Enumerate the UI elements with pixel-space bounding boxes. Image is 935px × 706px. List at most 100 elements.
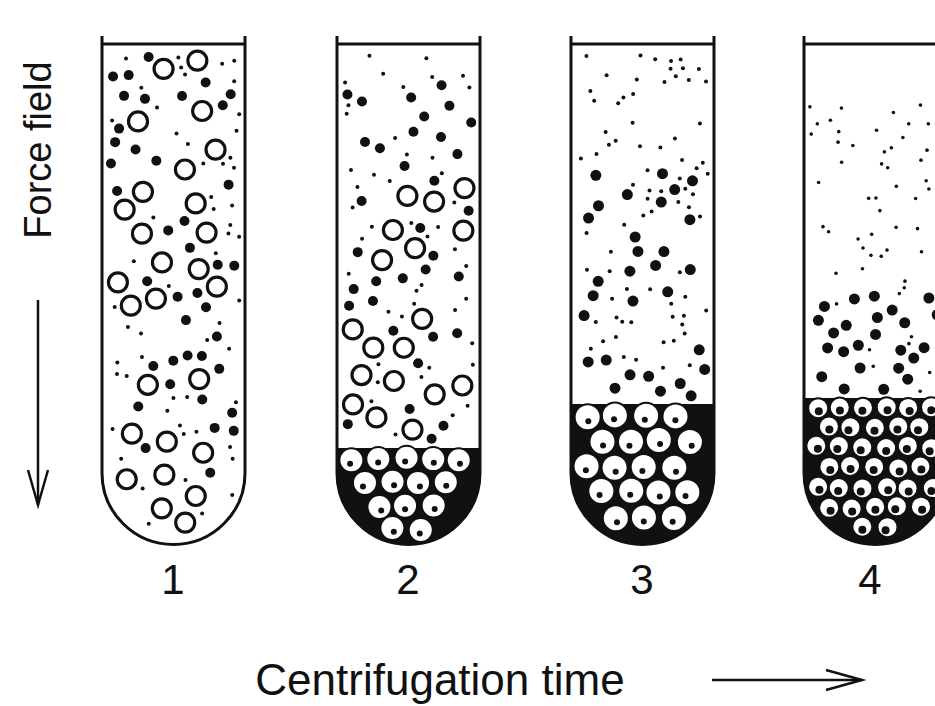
medium-particle — [398, 273, 408, 283]
medium-particle — [657, 168, 668, 179]
large-particle — [133, 182, 152, 201]
small-particle — [405, 152, 409, 156]
small-particle — [400, 315, 404, 319]
large-particle — [454, 221, 473, 240]
large-particle — [343, 320, 362, 339]
small-particle — [228, 156, 232, 160]
medium-particle — [388, 326, 398, 336]
large-particle — [117, 470, 136, 489]
large-particle — [176, 513, 195, 532]
small-particle — [614, 139, 618, 143]
medium-particle — [893, 363, 904, 374]
small-particle — [659, 189, 663, 193]
medium-particle — [218, 100, 228, 110]
pelleted-particle — [434, 470, 458, 494]
small-particle — [237, 299, 241, 303]
medium-particle — [625, 369, 636, 380]
small-particle — [228, 223, 232, 227]
small-particle — [409, 221, 413, 225]
small-particle — [861, 246, 865, 250]
particle-core — [857, 487, 865, 495]
small-particle — [695, 166, 699, 170]
medium-particle — [428, 332, 438, 342]
pelleted-particle — [380, 516, 404, 540]
small-particle — [200, 511, 204, 515]
test-tube — [571, 36, 714, 544]
medium-particle — [452, 328, 462, 338]
small-particle — [679, 57, 683, 61]
small-particle — [808, 105, 812, 109]
particle-core — [926, 447, 934, 455]
small-particle — [592, 99, 596, 103]
medium-particle — [119, 91, 129, 101]
small-particle — [427, 366, 431, 370]
medium-particle — [226, 89, 236, 99]
medium-particle — [593, 200, 604, 211]
medium-particle — [622, 189, 633, 200]
pelleted-particle — [618, 429, 644, 455]
small-particle — [471, 363, 475, 367]
pellet — [337, 448, 480, 648]
large-particle — [129, 112, 148, 131]
small-particle — [638, 144, 642, 148]
medium-particle — [224, 180, 234, 190]
small-particle — [119, 457, 123, 461]
medium-particle — [699, 364, 710, 375]
medium-particle — [878, 384, 889, 395]
small-particle — [874, 196, 878, 200]
small-particle — [125, 374, 129, 378]
small-particle — [676, 200, 680, 204]
large-particle — [108, 273, 127, 292]
medium-particle — [919, 342, 930, 353]
particle-core — [417, 531, 423, 537]
tube-number: 2 — [396, 559, 419, 601]
liquid-surface — [571, 43, 714, 46]
particle-core — [884, 406, 892, 414]
small-particle — [631, 183, 635, 187]
particle-core — [847, 465, 855, 473]
large-particle — [152, 499, 171, 518]
small-particle — [631, 121, 635, 125]
medium-particle — [142, 276, 152, 286]
medium-particle — [108, 72, 118, 82]
pelleted-particle — [406, 471, 430, 495]
small-particle — [209, 195, 213, 199]
small-particle — [691, 192, 695, 196]
particle-core — [670, 519, 676, 525]
medium-particle — [173, 292, 183, 302]
medium-particle — [183, 350, 193, 360]
large-particle — [132, 224, 151, 243]
pelleted-particle — [421, 447, 445, 471]
particle-core — [815, 486, 823, 494]
small-particle — [829, 118, 833, 122]
medium-particle — [675, 378, 686, 389]
small-particle — [706, 172, 710, 176]
pelleted-particle — [674, 479, 700, 505]
time-arrow — [712, 670, 862, 690]
liquid-surface — [337, 43, 480, 46]
small-particle — [851, 144, 855, 148]
small-particle — [381, 72, 385, 76]
large-particle — [206, 140, 225, 159]
small-particle — [648, 287, 652, 291]
medium-particle — [656, 197, 667, 208]
small-particle — [419, 375, 423, 379]
small-particle — [616, 101, 620, 105]
particle-core — [844, 426, 852, 434]
large-particle — [373, 251, 392, 270]
particle-core — [689, 443, 695, 449]
small-particle — [347, 272, 351, 276]
small-particle — [683, 187, 687, 191]
small-particle — [669, 67, 673, 71]
small-particle — [678, 176, 682, 180]
medium-particle — [197, 351, 207, 361]
pelleted-particle — [898, 436, 918, 456]
small-particle — [214, 251, 218, 255]
particle-core — [827, 507, 835, 515]
small-particle — [681, 66, 685, 70]
small-particle — [621, 96, 625, 100]
medium-particle — [429, 176, 439, 186]
small-particle — [698, 215, 702, 219]
small-particle — [451, 413, 455, 417]
small-particle — [892, 111, 896, 115]
